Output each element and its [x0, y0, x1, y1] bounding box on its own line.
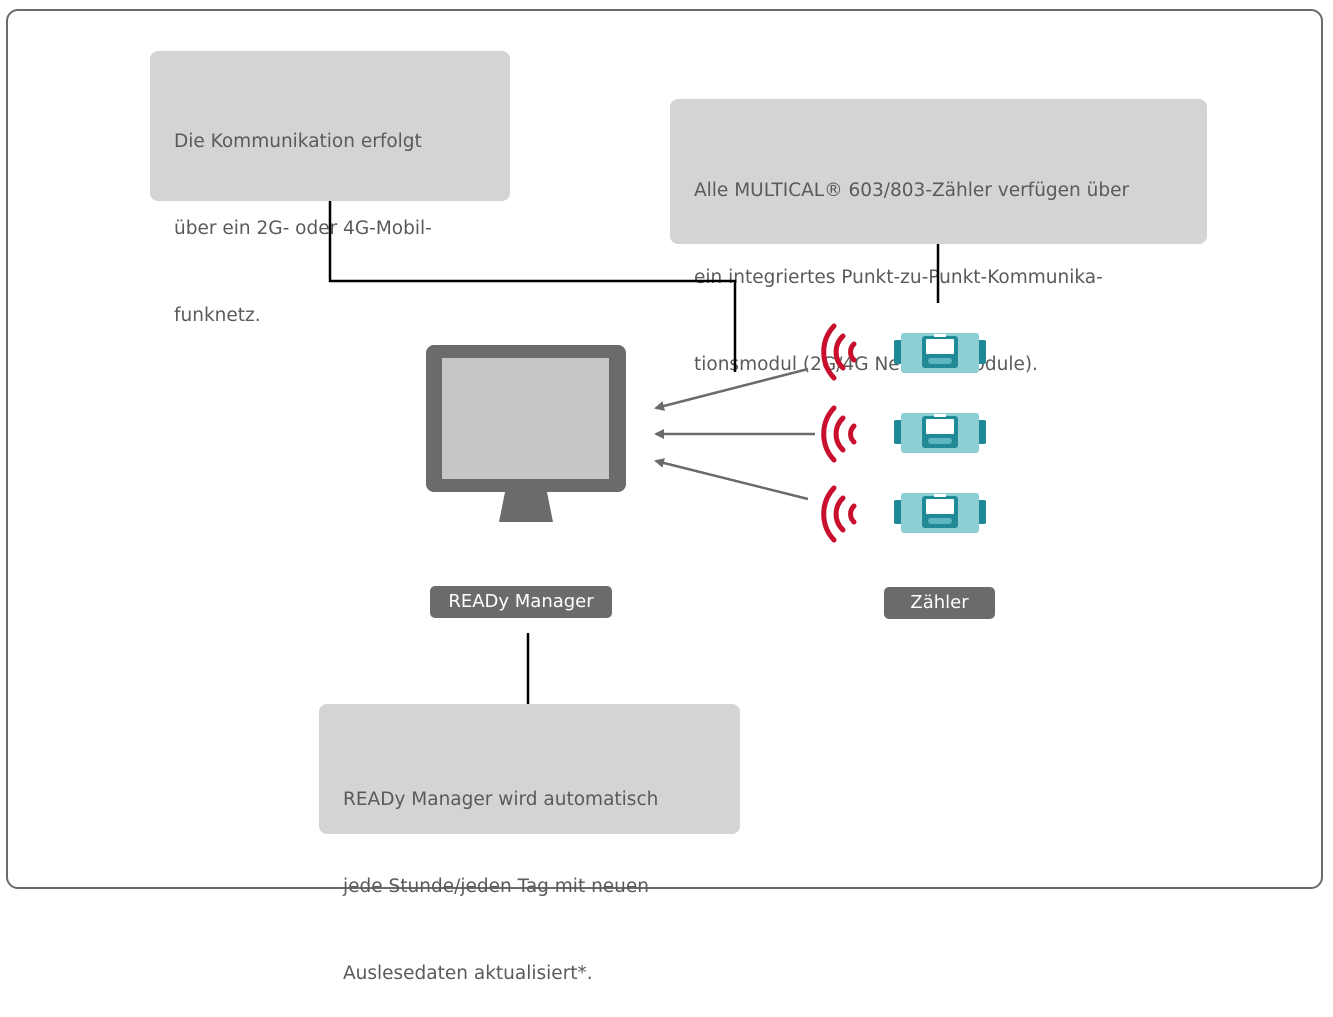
heat-meter-icon: [894, 413, 986, 453]
note-line: READy Manager wird automatisch: [343, 789, 659, 810]
note-line: Die Kommunikation erfolgt: [174, 131, 422, 152]
ready-manager-label: READy Manager: [430, 586, 612, 618]
note-line: Auslesedaten aktualisiert*.: [343, 963, 593, 984]
monitor-icon: [426, 345, 626, 522]
arrow-meter-3: [654, 458, 809, 501]
note-line: Alle MULTICAL® 603/803-Zähler verfügen ü…: [694, 180, 1130, 201]
heat-meter-icon: [894, 333, 986, 373]
meters-label: Zähler: [884, 587, 995, 619]
wireless-signal-icon: [824, 488, 854, 540]
arrow-meter-1: [654, 367, 809, 411]
note-meter-module: Alle MULTICAL® 603/803-Zähler verfügen ü…: [670, 99, 1207, 375]
note-line: funknetz.: [174, 305, 261, 326]
note-communication: Die Kommunikation erfolgt über ein 2G- o…: [150, 51, 510, 326]
connector-line: [328, 201, 737, 372]
note-line: über ein 2G- oder 4G-Mobil-: [174, 218, 432, 239]
heat-meter-icon: [894, 493, 986, 533]
wireless-signal-icon: [824, 326, 854, 378]
wireless-signal-icon: [824, 408, 854, 460]
note-line: ein integriertes Punkt-zu-Punkt-Kommunik…: [694, 267, 1103, 288]
diagram-graphics: [328, 201, 986, 704]
